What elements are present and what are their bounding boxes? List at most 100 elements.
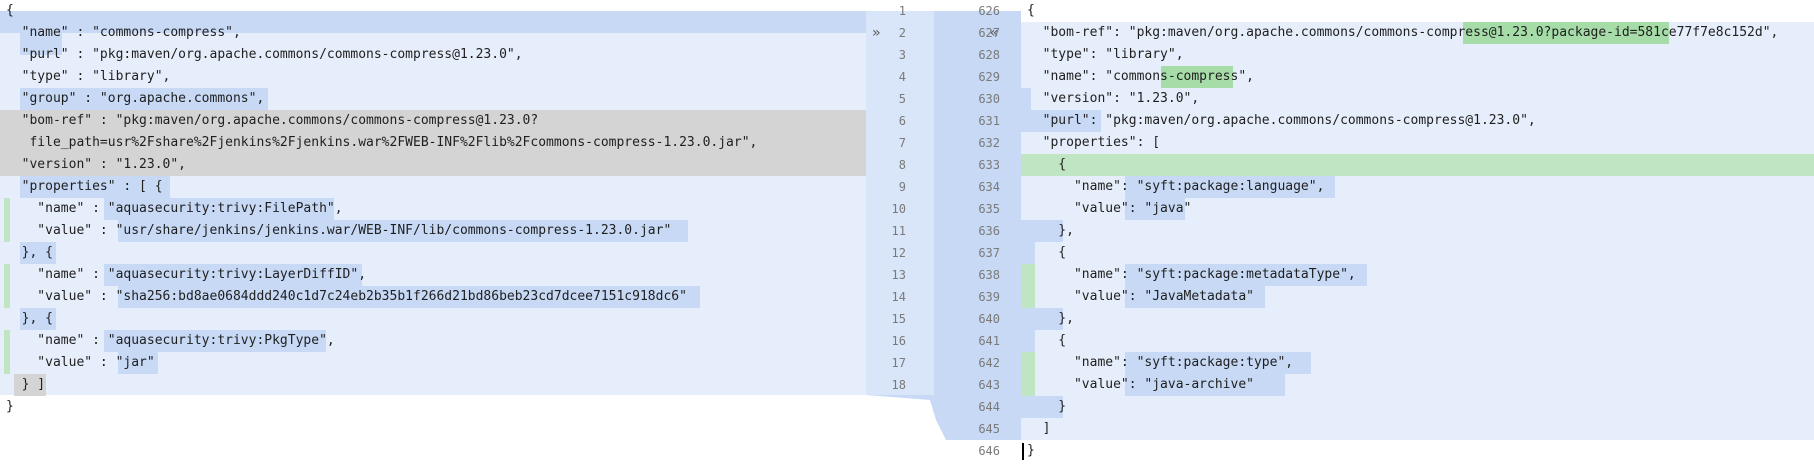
left-line-number: 11: [891, 224, 906, 238]
left-line-number: 12: [891, 246, 906, 260]
code-line[interactable]: "name": "syft:package:metadataType",: [1027, 267, 1356, 282]
inline-change-hl: [118, 352, 158, 374]
code-line[interactable]: "name" : "aquasecurity:trivy:FilePath",: [6, 201, 343, 216]
right-line-number: 637: [978, 246, 1000, 260]
left-line-number: 3: [898, 48, 906, 62]
inline-change-hl: [104, 198, 334, 220]
right-line-number: 644: [978, 400, 1000, 414]
text-cursor: [1022, 443, 1024, 460]
inline-insert-hl: [1463, 22, 1669, 44]
code-line[interactable]: "name" : "aquasecurity:trivy:LayerDiffID…: [6, 267, 367, 282]
apply-left-icon[interactable]: »: [872, 25, 881, 41]
right-line-number: 630: [978, 92, 1000, 106]
left-line-number: 15: [891, 312, 906, 326]
code-line[interactable]: "properties" : [ {: [6, 179, 163, 194]
right-line-number: 638: [978, 268, 1000, 282]
left-line-number: 1: [898, 4, 906, 18]
code-line[interactable]: },: [1027, 311, 1074, 326]
left-line-number: 6: [898, 114, 906, 128]
code-line[interactable]: "type" : "library",: [6, 69, 171, 84]
right-editor-pane[interactable]: { "bom-ref": "pkg:maven/org.apache.commo…: [1021, 0, 1814, 467]
inline-change-hl: [1021, 396, 1063, 418]
code-line[interactable]: {: [1027, 333, 1067, 348]
code-line[interactable]: "version" : "1.23.0",: [6, 157, 187, 172]
inline-change-hl: [14, 374, 46, 396]
code-line[interactable]: {: [1027, 3, 1035, 18]
code-line[interactable]: "name" : "commons-compress",: [6, 25, 241, 40]
inline-change-hl: [118, 286, 700, 308]
right-line-number: 635: [978, 202, 1000, 216]
code-line[interactable]: "group" : "org.apache.commons",: [6, 91, 265, 106]
code-line[interactable]: } ]: [6, 377, 46, 392]
code-line[interactable]: "name": "syft:package:type",: [1027, 355, 1294, 370]
right-line-number: 641: [978, 334, 1000, 348]
code-line[interactable]: "value": "java": [1027, 201, 1192, 216]
diff-connector: [866, 11, 1021, 440]
code-line[interactable]: "properties": [: [1027, 135, 1161, 150]
left-line-number: 2: [898, 26, 906, 40]
code-line[interactable]: "version": "1.23.0",: [1027, 91, 1200, 106]
code-line[interactable]: "purl" : "pkg:maven/org.apache.commons/c…: [6, 47, 523, 62]
inline-change-hl: [20, 33, 62, 55]
right-line-number: 634: [978, 180, 1000, 194]
code-line[interactable]: }: [6, 399, 14, 414]
left-line-number: 10: [891, 202, 906, 216]
inline-change-hl: [104, 264, 362, 286]
right-line-number: 631: [978, 114, 1000, 128]
code-line[interactable]: "value": "java-archive": [1027, 377, 1254, 392]
left-line-number: 16: [891, 334, 906, 348]
code-line[interactable]: "type": "library",: [1027, 47, 1184, 62]
code-line[interactable]: }, {: [6, 311, 53, 326]
code-line[interactable]: "name": "syft:package:language",: [1027, 179, 1325, 194]
left-editor-pane[interactable]: { "name" : "commons-compress", "purl" : …: [0, 0, 866, 467]
inline-change-hl: [20, 176, 170, 198]
code-line[interactable]: "name": "commons-compress",: [1027, 69, 1254, 84]
code-line[interactable]: "name" : "aquasecurity:trivy:PkgType",: [6, 333, 335, 348]
moved-line-hl: [0, 110, 866, 154]
right-line-number: 629: [978, 70, 1000, 84]
inline-change-hl: [20, 88, 268, 110]
code-line[interactable]: }: [1027, 443, 1035, 458]
left-line-number: 4: [898, 70, 906, 84]
code-line[interactable]: "value" : "sha256:bd8ae0684ddd240c1d7c24…: [6, 289, 687, 304]
right-line-number: 642: [978, 356, 1000, 370]
code-line[interactable]: }, {: [6, 245, 53, 260]
code-line[interactable]: {: [1027, 245, 1067, 260]
inline-change-hl: [1021, 220, 1063, 242]
code-line[interactable]: }: [1027, 399, 1067, 414]
change-marker: [1021, 330, 1035, 352]
code-line[interactable]: {: [6, 3, 14, 18]
inline-change-hl: [118, 220, 688, 242]
code-line[interactable]: file_path=usr%2Fshare%2Fjenkins%2Fjenkin…: [6, 135, 758, 150]
change-marker: [1021, 242, 1035, 264]
inline-change-hl: [1125, 264, 1367, 286]
inserted-line-hl: [1021, 154, 1814, 176]
apply-right-icon[interactable]: «: [990, 25, 999, 41]
moved-line-hl: [0, 154, 866, 176]
change-marker: [4, 330, 10, 374]
code-line[interactable]: "bom-ref" : "pkg:maven/org.apache.common…: [6, 113, 539, 128]
change-marker: [1021, 352, 1035, 396]
inline-insert-hl: [1161, 66, 1233, 88]
inline-change-hl: [1021, 308, 1063, 330]
right-line-number: 627: [978, 26, 1000, 40]
right-line-number: 640: [978, 312, 1000, 326]
code-line[interactable]: },: [1027, 223, 1074, 238]
change-marker: [4, 198, 10, 242]
code-line[interactable]: "bom-ref": "pkg:maven/org.apache.commons…: [1027, 25, 1779, 40]
change-marker: [4, 264, 10, 308]
code-line[interactable]: "purl": "pkg:maven/org.apache.commons/co…: [1027, 113, 1536, 128]
code-line[interactable]: "value" : "jar": [6, 355, 155, 370]
code-line[interactable]: ]: [1027, 421, 1051, 436]
right-line-number: 633: [978, 158, 1000, 172]
inline-change-hl: [104, 330, 326, 352]
inline-change-hl: [1125, 352, 1311, 374]
code-line[interactable]: "value" : "usr/share/jenkins/jenkins.war…: [6, 223, 672, 238]
code-line[interactable]: {: [1027, 157, 1067, 172]
code-line[interactable]: "value": "JavaMetadata": [1027, 289, 1254, 304]
inline-change-hl: [20, 308, 56, 330]
left-line-number: 17: [891, 356, 906, 370]
right-line-number: 646: [978, 444, 1000, 458]
inline-change-hl: [1125, 374, 1285, 396]
